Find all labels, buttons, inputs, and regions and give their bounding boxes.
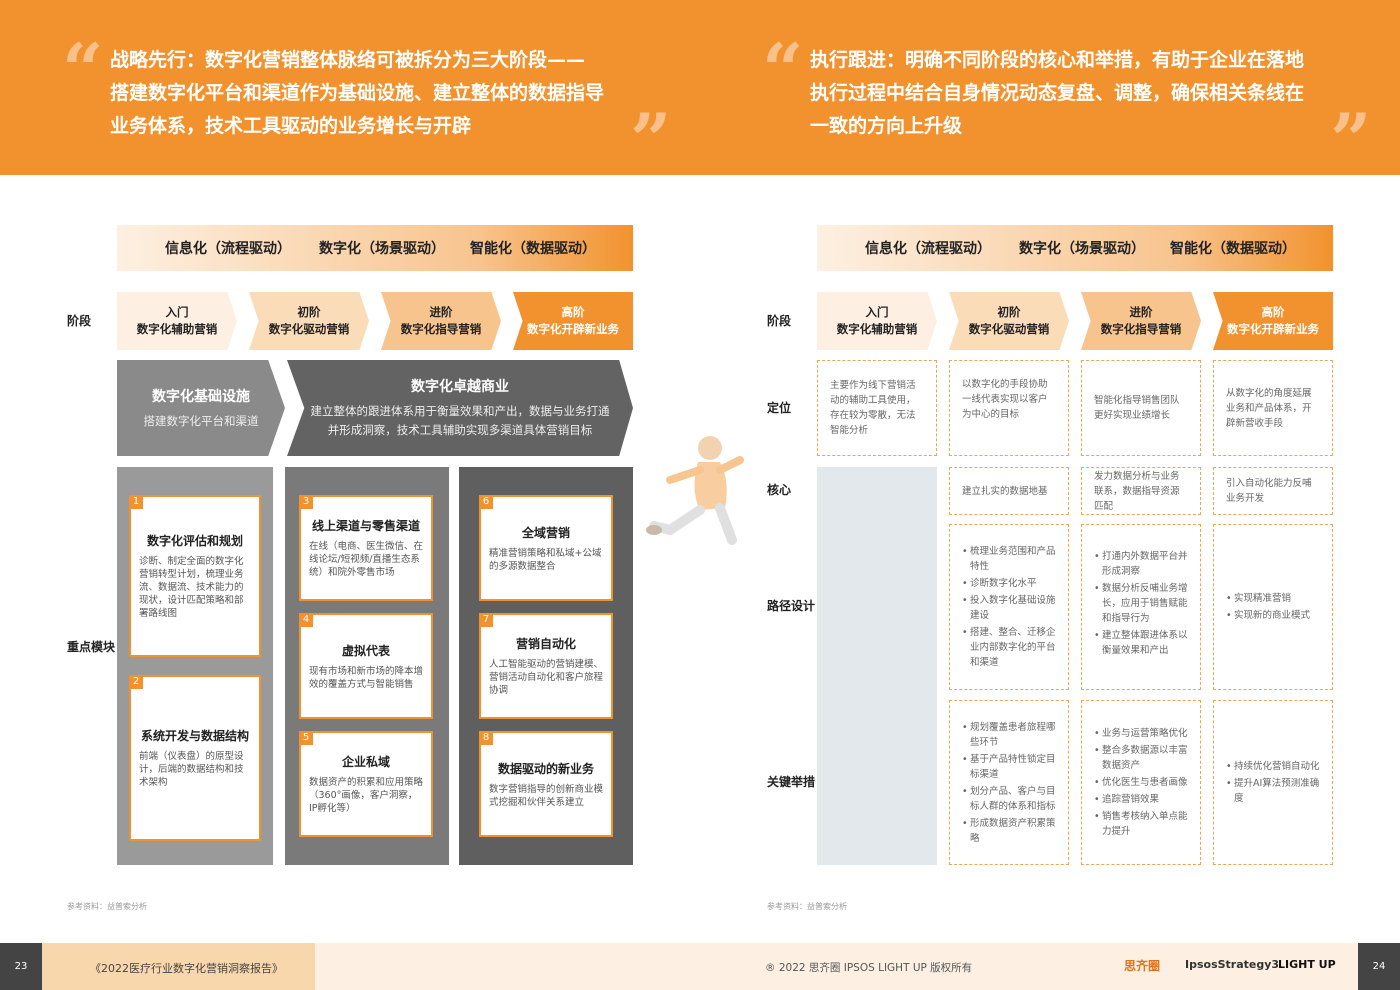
stage-chevron: 高阶数字化开辟新业务 bbox=[1213, 292, 1333, 350]
source-note: 参考资料：益普索分析 bbox=[767, 902, 847, 911]
report-title: 《2022医疗行业数字化营销洞察报告》 bbox=[90, 962, 283, 975]
top-banner bbox=[0, 0, 1400, 175]
jumping-person-illustration bbox=[646, 436, 744, 545]
module-label: 重点模块 bbox=[67, 640, 116, 654]
logo-lightup: LIGHT UP bbox=[1278, 958, 1336, 971]
infra-arrow: 数字化基础设施 搭建数字化平台和渠道 bbox=[117, 360, 285, 456]
quote-close-icon: ” bbox=[630, 97, 672, 182]
stage-label: 阶段 bbox=[67, 314, 92, 328]
page-number-left: 23 bbox=[0, 943, 42, 990]
source-note: 参考资料：益普索分析 bbox=[67, 902, 147, 911]
stage-chevron: 初阶数字化驱动营销 bbox=[249, 292, 369, 350]
action-cell: 业务与运营策略优化整合多数据源以丰富数据资产优化医生与患者画像追踪营销效果销售考… bbox=[1081, 700, 1201, 865]
path-cell: 打通内外数据平台并形成洞察数据分析反哺业务增长，应用于销售赋能和指导行为建立整体… bbox=[1081, 524, 1201, 690]
core-cell: 建立扎实的数据地基 bbox=[949, 467, 1069, 515]
stage-chevron: 初阶数字化驱动营销 bbox=[949, 292, 1069, 350]
row-label-position: 定位 bbox=[767, 401, 792, 415]
quote-open-icon: “ bbox=[62, 27, 104, 112]
logo-siqiquan: 思齐圈 bbox=[1124, 959, 1161, 973]
stage-chevron: 入门数字化辅助营销 bbox=[117, 292, 237, 350]
action-cell: 持续优化营销自动化提升AI算法预测准确度 bbox=[1213, 700, 1333, 865]
positioning-cell: 从数字化的角度延展业务和产品体系，开辟新营收手段 bbox=[1213, 360, 1333, 456]
stage-label: 阶段 bbox=[767, 314, 792, 328]
action-cell: 规划覆盖患者旅程哪些环节基于产品特性锁定目标渠道划分产品、客户与目标人群的体系和… bbox=[949, 700, 1069, 865]
core-cell: 发力数据分析与业务联系，数据指导资源匹配 bbox=[1081, 467, 1201, 515]
stage-chevron: 入门数字化辅助营销 bbox=[817, 292, 937, 350]
positioning-cell: 智能化指导销售团队更好实现业绩增长 bbox=[1081, 360, 1201, 456]
stage-chevron: 高阶数字化开辟新业务 bbox=[513, 292, 633, 350]
page-number-right: 24 bbox=[1358, 943, 1400, 990]
positioning-cell: 以数字化的手段协助一线代表实现以客户为中心的目标 bbox=[949, 360, 1069, 456]
path-cell: 实现精准营销实现新的商业模式 bbox=[1213, 524, 1333, 690]
logo-ipsos: IpsosStrategy3 bbox=[1185, 958, 1280, 971]
quote-close-icon: ” bbox=[1330, 97, 1372, 182]
entry-stage-blank bbox=[817, 467, 937, 865]
row-label-path: 路径设计 bbox=[767, 599, 816, 613]
right-quote: 执行跟进：明确不同阶段的核心和举措，有助于企业在落地 执行过程中结合自身情况动态… bbox=[810, 49, 1305, 137]
row-label-core: 核心 bbox=[767, 483, 792, 497]
path-cell: 梳理业务范围和产品特性诊断数字化水平投入数字化基础设施建设搭建、整合、迁移企业内… bbox=[949, 524, 1069, 690]
stage-chevron: 进阶数字化指导营销 bbox=[1081, 292, 1201, 350]
excellence-arrow: 数字化卓越商业 建立整体的跟进体系用于衡量效果和产出，数据与业务打通 并形成洞察… bbox=[287, 360, 633, 456]
core-cell: 引入自动化能力反哺业务开发 bbox=[1213, 467, 1333, 515]
positioning-cell: 主要作为线下营销活动的辅助工具使用，存在较为零散，无法智能分析 bbox=[817, 360, 937, 456]
row-label-actions: 关键举措 bbox=[767, 775, 816, 789]
footer-report-band bbox=[42, 943, 315, 990]
phase-header-left: 信息化（流程驱动） 数字化（场景驱动） 智能化（数据驱动） bbox=[117, 225, 633, 271]
stage-chevron: 进阶数字化指导营销 bbox=[381, 292, 501, 350]
phase-header-right: 信息化（流程驱动） 数字化（场景驱动） 智能化（数据驱动） bbox=[817, 225, 1333, 271]
quote-open-icon: “ bbox=[762, 27, 804, 112]
left-quote: 战略先行：数字化营销整体脉络可被拆分为三大阶段—— 搭建数字化平台和渠道作为基础… bbox=[110, 49, 605, 137]
copyright: ® 2022 思齐圈 IPSOS LIGHT UP 版权所有 bbox=[765, 962, 973, 974]
